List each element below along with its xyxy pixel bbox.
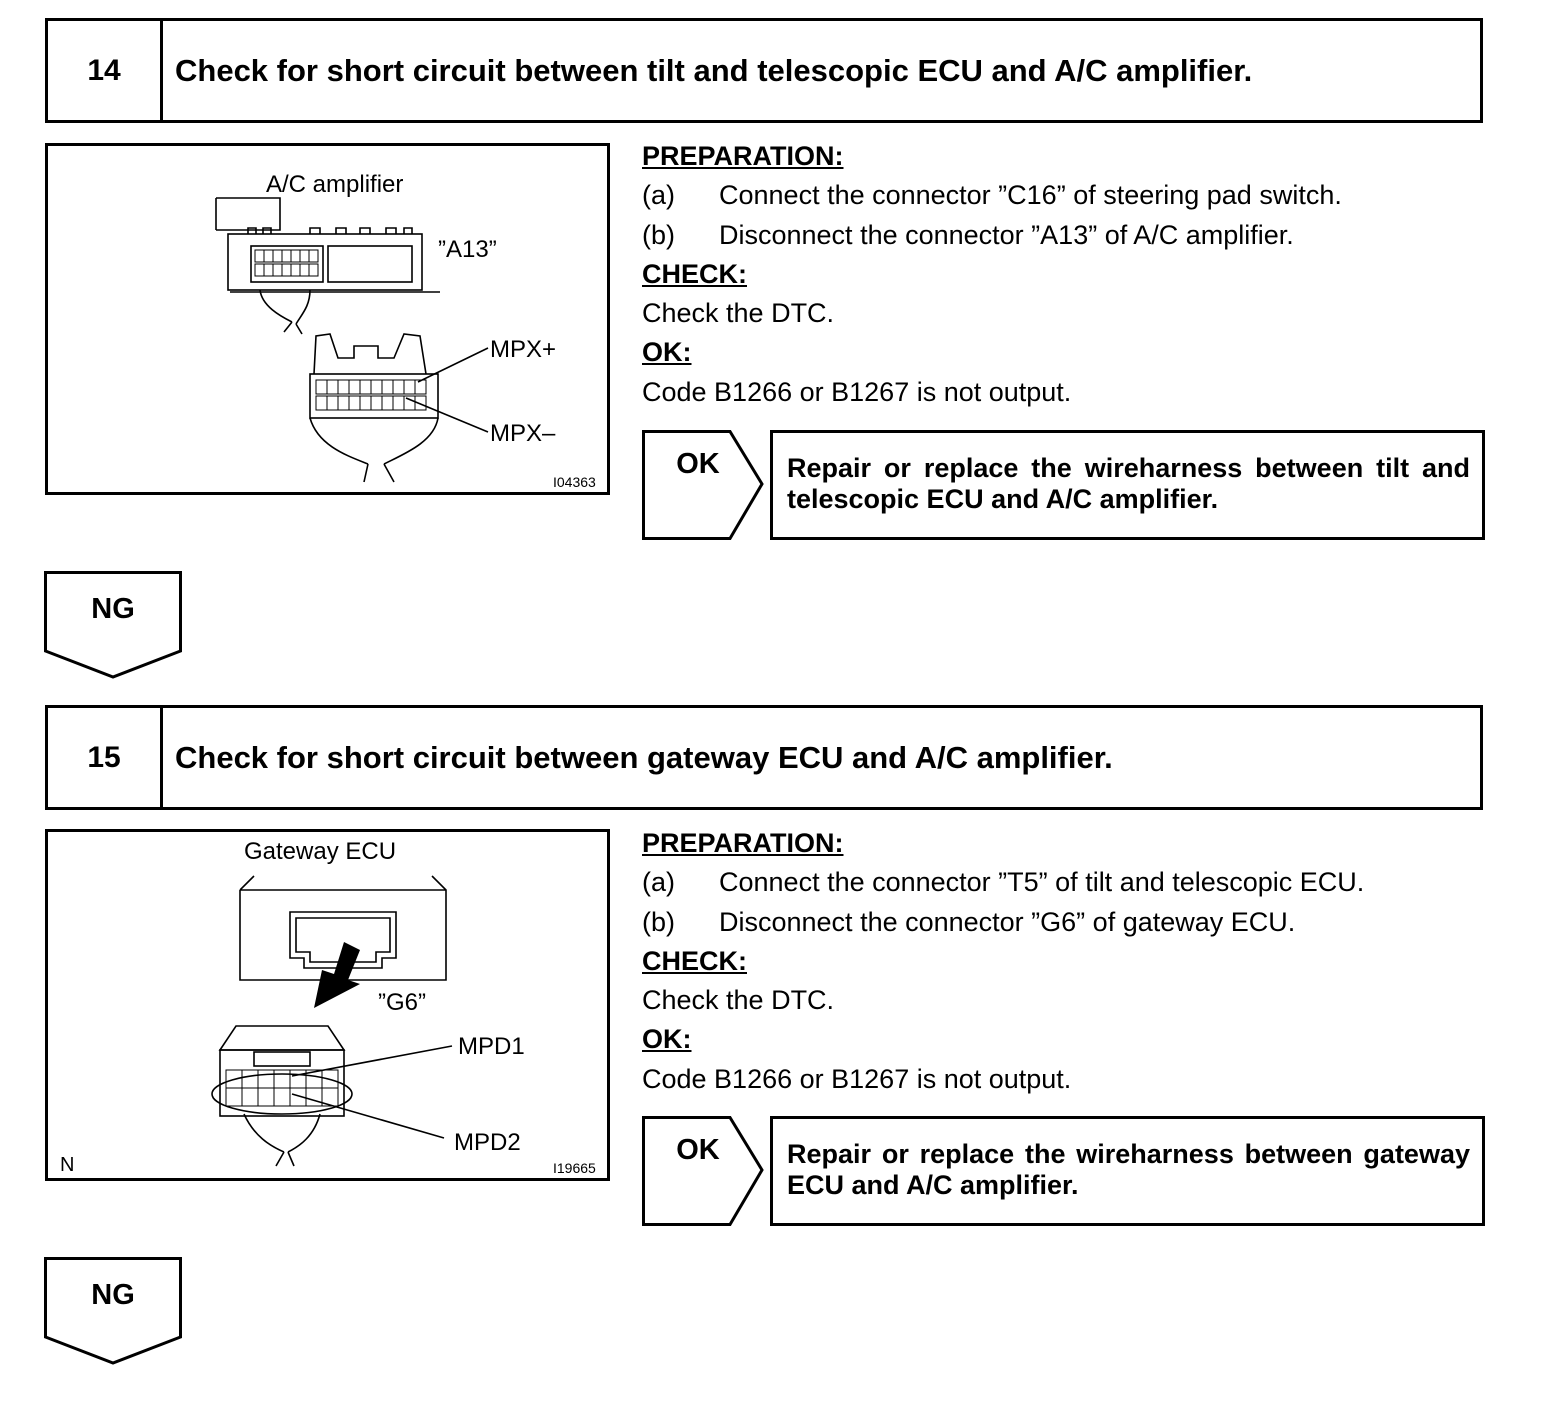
preparation-item: (b) Disconnect the connector ”A13” of A/C… <box>642 216 1502 255</box>
down-arrow-icon <box>44 1257 182 1365</box>
right-arrow-icon <box>642 430 764 540</box>
item-text: Connect the connector ”C16” of steering … <box>719 180 1342 211</box>
preparation-item: (a) Connect the connector ”T5” of tilt an… <box>642 863 1502 902</box>
check-heading: CHECK: <box>642 258 747 289</box>
ok-label: OK <box>676 1134 720 1166</box>
corner-label: N <box>60 1154 75 1176</box>
step-15-figure: Gateway ECU ”G6” MPD1 MPD2 N I19665 <box>45 829 610 1181</box>
terminal-plus-label: MPX+ <box>490 336 557 363</box>
preparation-item: (b) Disconnect the connector ”G6” of gate… <box>642 903 1502 942</box>
component-label: Gateway ECU <box>244 838 397 865</box>
ng-label: NG <box>91 593 135 625</box>
down-arrow-icon <box>44 571 182 679</box>
step-14-repair-box: Repair or replace the wireharness betwee… <box>770 430 1485 540</box>
terminal-minus-label: MPD2 <box>454 1129 521 1156</box>
step-title: Check for short circuit between tilt and… <box>175 52 1253 88</box>
check-heading: CHECK: <box>642 945 747 976</box>
step-14-header: 14 Check for short circuit between tilt … <box>45 18 1483 123</box>
step-15-ng-arrow: NG <box>44 1257 184 1367</box>
ok-label: OK <box>676 448 720 480</box>
item-text: Connect the connector ”T5” of tilt and t… <box>719 867 1365 898</box>
figure-id: I19665 <box>553 1160 596 1176</box>
figure-id: I04363 <box>553 474 596 490</box>
ng-label: NG <box>91 1279 135 1311</box>
step-number: 14 <box>48 21 163 120</box>
step-15-ok-arrow: OK <box>642 1116 766 1226</box>
step-14-figure: A/C amplifier ”A13” MPX+ MPX– I04363 <box>45 143 610 495</box>
step-number: 15 <box>48 708 163 807</box>
item-text: Disconnect the connector ”A13” of A/C am… <box>719 219 1294 250</box>
step-15-instructions: PREPARATION: (a) Connect the connector ”T… <box>642 824 1502 1099</box>
item-tag: (b) <box>642 219 675 250</box>
ok-text: Code B1266 or B1267 is not output. <box>642 1063 1072 1094</box>
step-title: Check for short circuit between gateway … <box>175 739 1113 775</box>
preparation-item: (a) Connect the connector ”C16” of steeri… <box>642 176 1502 215</box>
item-text: Disconnect the connector ”G6” of gateway… <box>719 906 1296 937</box>
terminal-plus-label: MPD1 <box>458 1033 525 1060</box>
step-14-ok-arrow: OK <box>642 430 766 540</box>
connector-label: ”G6” <box>378 989 426 1016</box>
gateway-ecu-connector-drawing <box>211 875 453 1167</box>
step-15-repair-box: Repair or replace the wireharness betwee… <box>770 1116 1485 1226</box>
insert-direction-icon <box>314 942 360 1008</box>
ok-text: Code B1266 or B1267 is not output. <box>642 376 1072 407</box>
right-arrow-icon <box>642 1116 764 1226</box>
ok-heading: OK: <box>642 337 692 368</box>
step-14-ng-arrow: NG <box>44 571 184 681</box>
preparation-heading: PREPARATION: <box>642 141 844 171</box>
check-text: Check the DTC. <box>642 985 835 1016</box>
ok-heading: OK: <box>642 1024 692 1055</box>
connector-label: ”A13” <box>438 236 497 263</box>
terminal-minus-label: MPX– <box>490 420 556 447</box>
ac-amplifier-connector-drawing <box>215 197 489 483</box>
check-text: Check the DTC. <box>642 298 835 329</box>
step-14-instructions: PREPARATION: (a) Connect the connector ”C… <box>642 137 1502 412</box>
item-tag: (a) <box>642 867 675 898</box>
step-15-header: 15 Check for short circuit between gatew… <box>45 705 1483 810</box>
component-label: A/C amplifier <box>266 171 404 198</box>
item-tag: (b) <box>642 906 675 937</box>
preparation-heading: PREPARATION: <box>642 828 844 858</box>
item-tag: (a) <box>642 180 675 211</box>
